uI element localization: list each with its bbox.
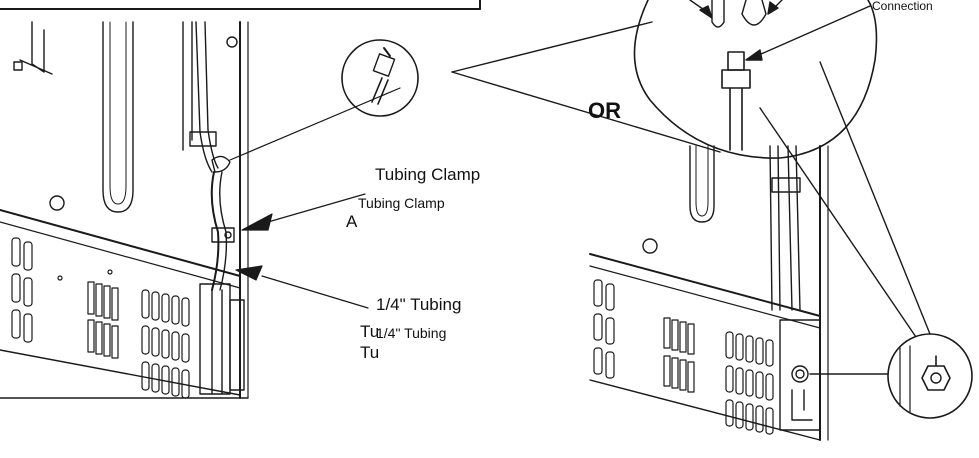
tu-label-1: Tu <box>360 322 380 341</box>
left-leader-lines <box>229 87 401 309</box>
header-box-fragment <box>0 0 481 10</box>
tu-label-2: Tu <box>360 343 380 362</box>
connection-label: Connection <box>872 0 933 13</box>
quarter-tubing-label: 1/4" Tubing <box>376 295 462 314</box>
quarter-tubing-overlay-label: 1/4" Tubing <box>376 325 447 341</box>
right-louvers <box>593 279 774 435</box>
tubing-clamp-label: Tubing Clamp <box>375 165 481 184</box>
fitting-detail-circle <box>341 39 419 117</box>
right-cabinet-back-panel <box>589 145 891 441</box>
connection-detail-circle <box>451 0 931 341</box>
letter-a-label: A <box>346 212 358 231</box>
left-cabinet-back-panel <box>0 21 249 399</box>
tubing-clamp-overlay-label: Tubing Clamp <box>358 195 445 211</box>
left-louvers <box>11 237 190 399</box>
or-label: OR <box>588 98 621 123</box>
bottom-right-detail-circle <box>887 333 973 419</box>
